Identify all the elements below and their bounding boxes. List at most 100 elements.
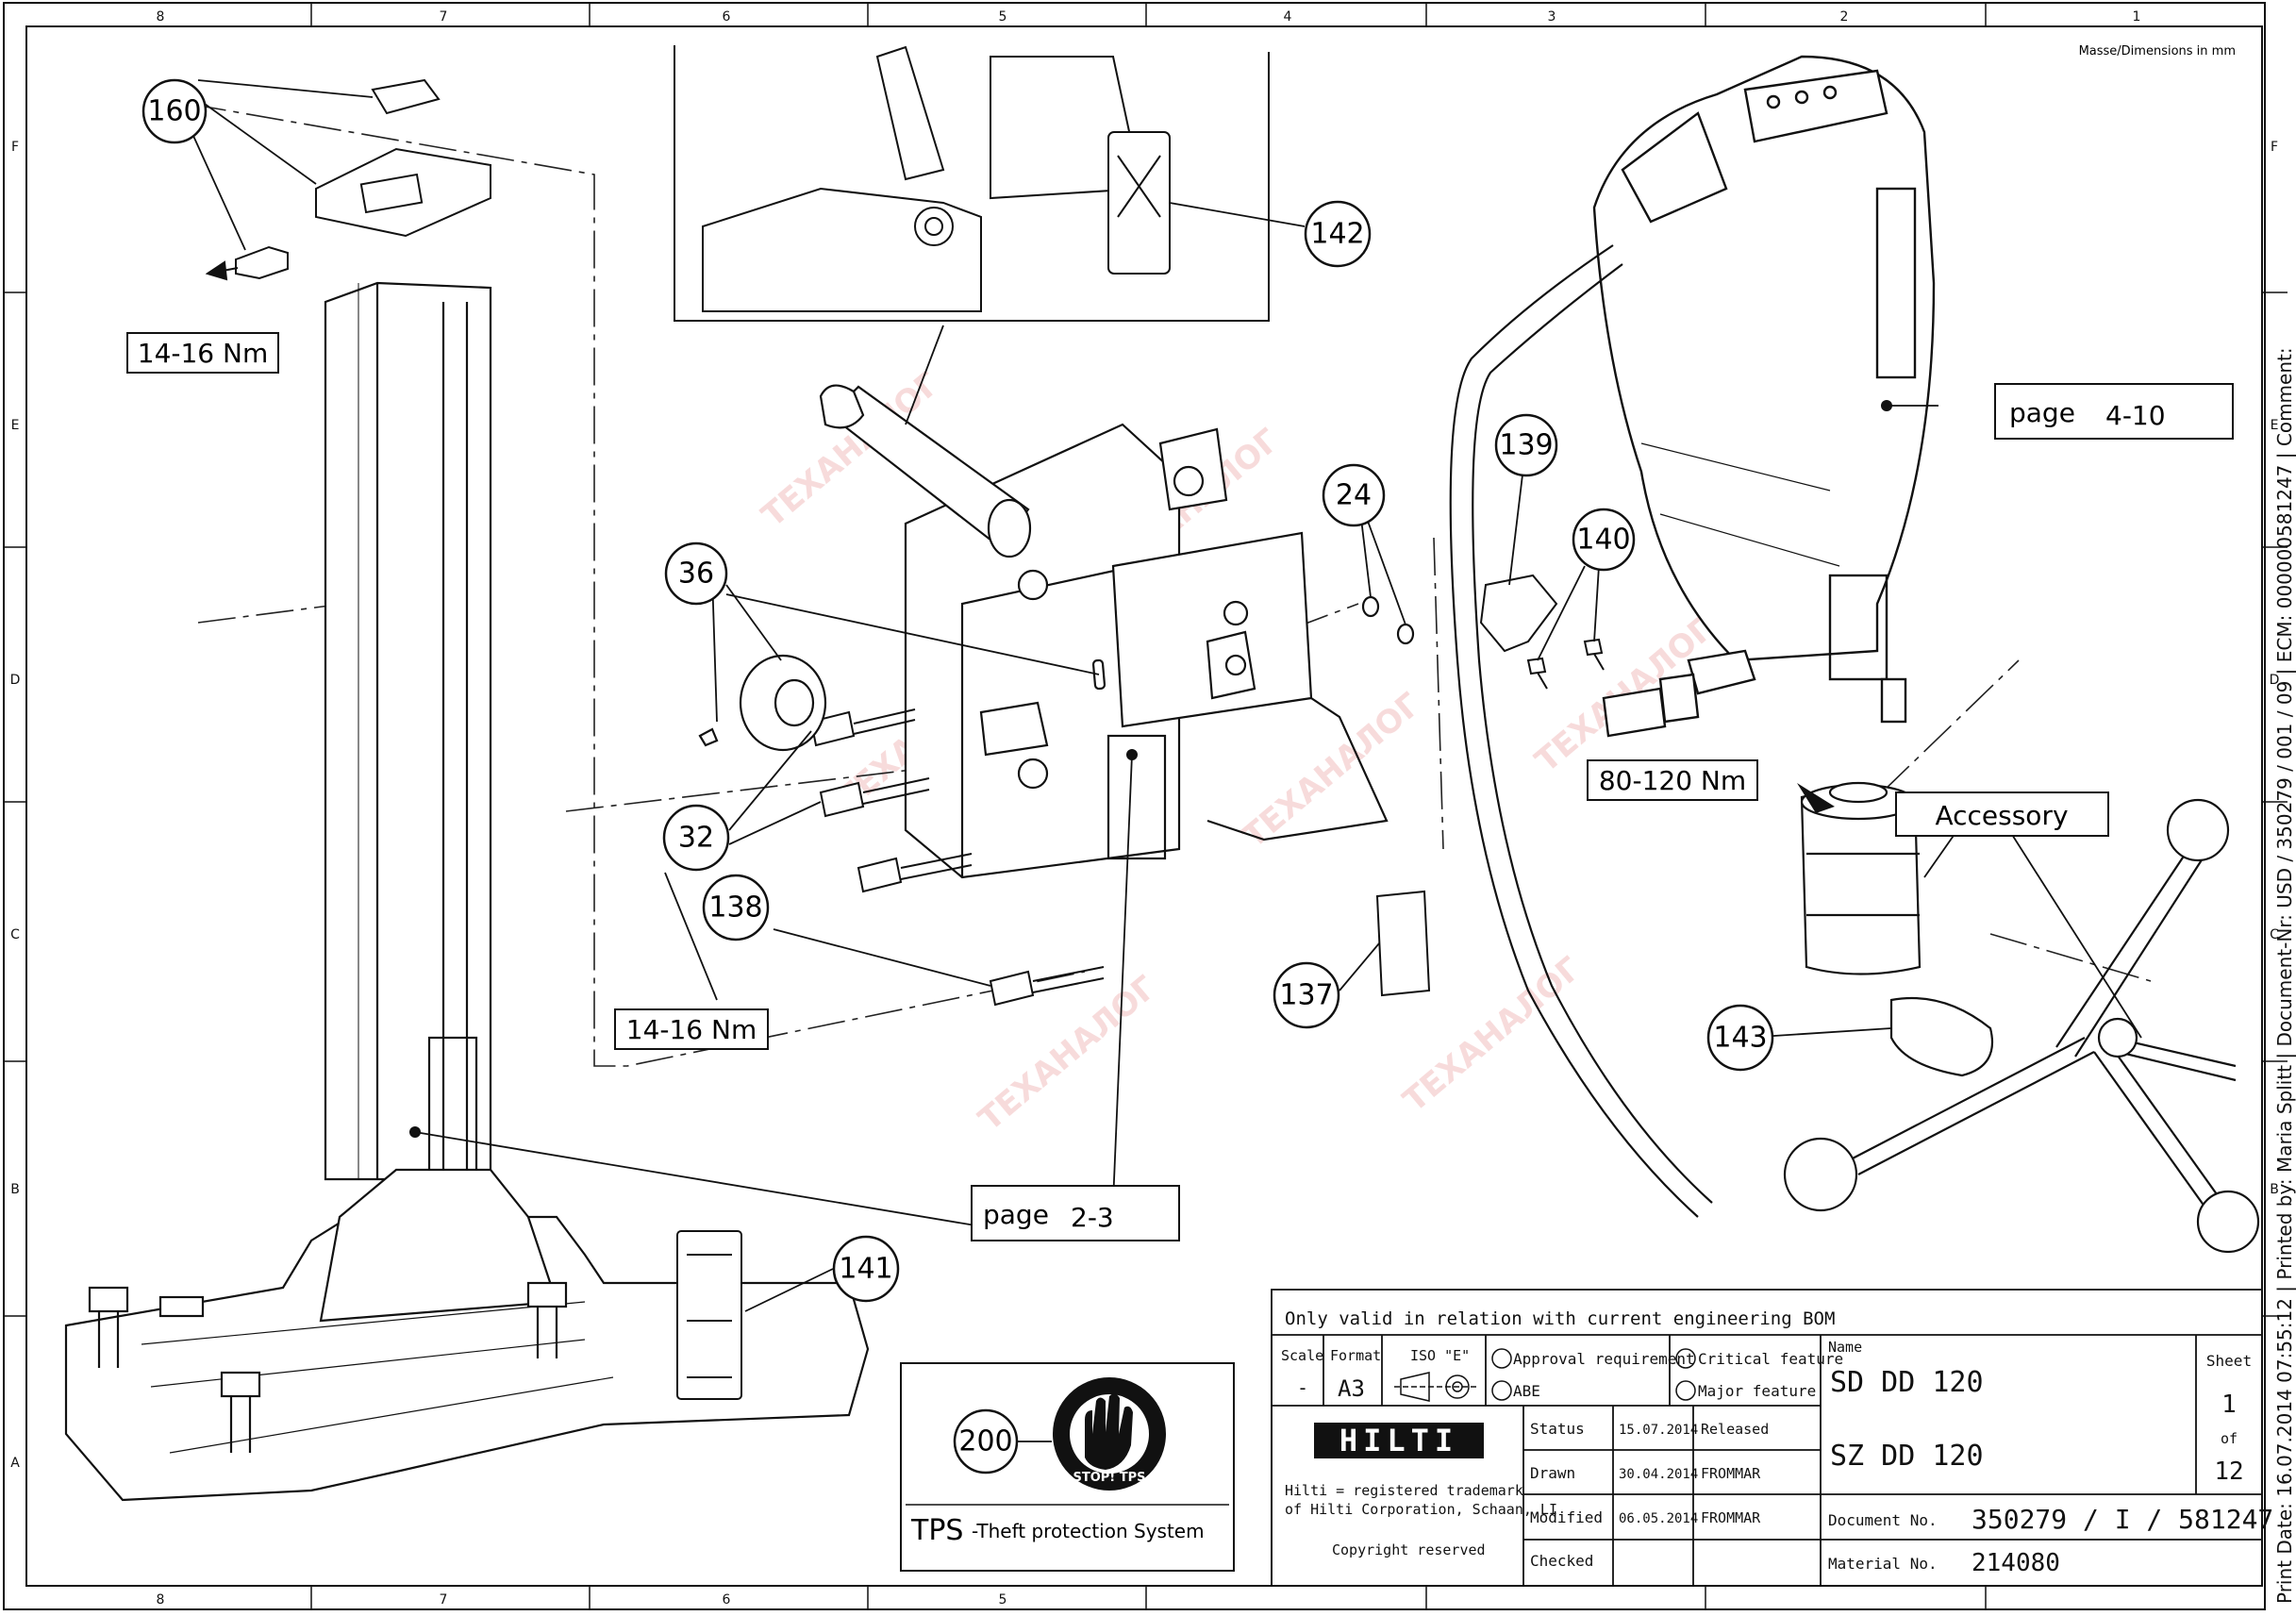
col-label-6-bottom: 6 [723,1592,731,1608]
col-label-7: 7 [440,9,448,25]
document-no-value: 350279 / I / 581247 [1972,1504,2273,1535]
name-label: Name [1828,1339,1862,1356]
col-label-1: 1 [2133,9,2141,25]
callout-32-text: 32 [678,822,714,855]
top-cap-assembly [205,78,491,281]
page-ref-2-3: page 2-3 [971,1185,1180,1241]
major-label: Major feature [1698,1382,1816,1400]
watermark-layer: ТЕХАНАЛОГ ТЕХАНАЛОГ ТЕХАНАЛОГ ТЕХАНАЛОГ … [755,365,1721,1139]
iso-projection-icon [1394,1372,1476,1402]
label-part-137 [1375,890,1431,997]
row-label-b: B [10,1182,20,1197]
modified-date: 06.05.2014 [1619,1511,1698,1526]
torque-core-text: 80-120 Nm [1599,765,1746,796]
status-label: Status [1530,1420,1585,1438]
callout-140: 140 [1572,508,1636,572]
hilti-logo-text: HILTI [1339,1423,1458,1458]
ruler-labels: 8 7 6 5 4 3 2 1 8 7 6 5 F E D C B A F E … [10,9,2280,1608]
torque-bottom-text: 14-16 Nm [626,1014,757,1045]
product-name-1: SD DD 120 [1830,1366,1984,1399]
major-radio-icon [1675,1380,1696,1401]
callout-137-text: 137 [1279,979,1333,1012]
row-label-f-right: F [2271,140,2278,155]
abe-radio-icon [1491,1380,1512,1401]
page-ref-4-10-num: 4-10 [2105,400,2166,431]
col-label-5-bottom: 5 [999,1592,1007,1608]
row-label-c-right: C [2270,927,2279,942]
screws-32-138 [809,708,1105,1007]
col-label-4: 4 [1284,9,1292,25]
copyright: Copyright reserved [1332,1541,1486,1558]
col-label-8-bottom: 8 [157,1592,165,1608]
accessory-handle [1783,798,2260,1254]
material-no-value: 214080 [1972,1549,2060,1577]
col-label-2: 2 [1840,9,1849,25]
document-no-label: Document No. [1828,1511,1938,1529]
hilti-logo: HILTI [1314,1423,1484,1458]
callout-142: 142 [1304,200,1372,268]
checked-label: Checked [1530,1552,1593,1570]
dimensions-note: Masse/Dimensions in mm [2079,44,2236,58]
drawn-date: 30.04.2014 [1619,1467,1698,1482]
callout-138: 138 [702,874,770,941]
modified-by: FROMMAR [1701,1509,1761,1526]
callout-140-text: 140 [1576,524,1630,557]
row-label-c: C [10,927,20,942]
callout-200-text: 200 [958,1425,1012,1458]
approval-label: Approval requirement [1513,1350,1695,1368]
stop-tps-badge-icon: STOP! TPS [1053,1377,1166,1491]
page-ref-2-3-prefix: page [983,1199,1049,1230]
row-label-f: F [11,140,19,155]
callout-142-text: 142 [1310,218,1364,251]
status-date: 15.07.2014 [1619,1423,1698,1438]
callout-138-text: 138 [708,891,762,925]
callout-160: 160 [141,78,208,144]
callout-bubbles: 160 142 36 24 139 140 32 138 137 141 143 [141,78,1774,1303]
row-label-e: E [11,418,20,433]
knob-36 [698,654,1106,752]
callout-139: 139 [1494,413,1558,477]
row-label-d-right: D [2270,673,2280,688]
callout-160-text: 160 [147,95,201,128]
bracket-139-bolts-140 [1479,574,1605,690]
callout-36: 36 [664,541,728,606]
product-name-2: SZ DD 120 [1830,1440,1984,1473]
tps-label: TPS [910,1514,963,1547]
sheet-of: of [2221,1430,2238,1447]
sheet-label: Sheet [2206,1352,2252,1370]
drawn-by: FROMMAR [1701,1465,1761,1482]
col-label-6: 6 [723,9,731,25]
sheet-number: 1 [2221,1391,2237,1419]
modified-label: Modified [1530,1508,1603,1526]
col-label-8: 8 [157,9,165,25]
carriage-assembly [819,384,1389,879]
side-print-info: Print Date: 16.07.2014 07:55:12 | Printe… [2273,347,2296,1604]
callout-32: 32 [662,804,730,872]
callout-200: 200 [953,1408,1019,1474]
page-ref-4-10-prefix: page [2009,397,2075,428]
carriage-detail-inset [674,45,1270,322]
drawing-frame [3,2,2266,1610]
power-cable [1449,244,1713,1218]
torque-box-top: 14-16 Nm [126,332,279,374]
critical-label: Critical feature [1698,1350,1843,1368]
column-ruler-top [4,3,2288,1609]
col-label-5: 5 [999,9,1007,25]
format-label: Format [1330,1347,1381,1364]
trademark-line-2: of Hilti Corporation, Schaan, LI [1285,1501,1557,1518]
accessory-text: Accessory [1935,800,2068,831]
approval-radio-icon [1491,1348,1512,1369]
callout-24-text: 24 [1336,479,1372,512]
trademark-line-1: Hilti = registered trademark [1285,1482,1523,1499]
label-part-141 [676,1230,742,1400]
scale-label: Scale [1281,1347,1323,1364]
abe-label: ABE [1513,1382,1540,1400]
scale-value: - [1297,1376,1308,1399]
row-label-d: D [10,673,21,688]
drill-stand-column [64,281,870,1502]
drawn-label: Drawn [1530,1464,1575,1482]
torque-box-bottom: 14-16 Nm [614,1008,769,1050]
status-value: Released [1701,1421,1769,1438]
iso-label: ISO "E" [1410,1347,1470,1364]
